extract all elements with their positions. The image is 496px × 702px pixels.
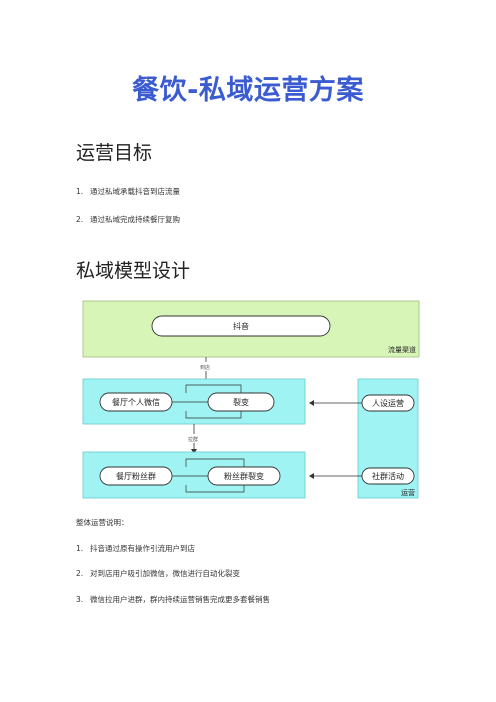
list-item: 2. 对到店用户吸引加微信，微信进行自动化裂变 [76,568,240,579]
list-text: 通过私域承载抖音到店流量 [90,187,180,196]
douyin-label: 抖音 [233,321,249,331]
private-domain-flow-diagram: 抖音 流量渠道 到店 餐厅个人微信 裂变 拉群 餐厅粉丝群 粉丝群裂变 [82,300,420,510]
list-text: 抖音通过原有操作引流用户到店 [90,544,195,553]
description-label: 整体运营说明： [76,518,129,527]
list-number: 2. [76,215,84,224]
list-text: 对到店用户吸引加微信，微信进行自动化裂变 [90,569,240,578]
list-number: 2. [76,569,84,578]
traffic-channel-group [82,300,420,358]
list-number: 1. [76,187,84,196]
persona-ops-label: 人设运营 [372,398,404,408]
fission-label: 裂变 [233,397,249,407]
traffic-channel-label: 流量渠道 [388,345,416,354]
section-heading-operation-goals: 运营目标 [76,142,153,164]
douyin-node [151,315,331,337]
page-title: 餐饮-私域运营方案 [132,75,364,106]
arrow-head [309,400,314,406]
arrive-store-label: 到店 [200,364,210,371]
list-text: 通过私域完成持续餐厅复购 [90,215,180,224]
list-item: 1. 通过私域承载抖音到店流量 [76,186,180,197]
pull-group-label: 拉群 [188,436,198,443]
fans-group-fission-label: 粉丝群裂变 [224,471,264,481]
list-number: 1. [76,544,84,553]
list-item: 3. 微信拉用户进群，群内持续运营销售完成更多套餐销售 [76,594,270,605]
list-item: 1. 抖音通过原有操作引流用户到店 [76,543,195,554]
restaurant-fans-group-label: 餐厅粉丝群 [116,471,156,481]
restaurant-wechat-label: 餐厅个人微信 [112,397,160,407]
arrow-head [191,449,197,454]
operations-label: 运营 [401,488,415,497]
section-heading-private-domain-model: 私域模型设计 [76,260,191,282]
list-number: 3. [76,595,84,604]
list-text: 微信拉用户进群，群内持续运营销售完成更多套餐销售 [90,595,270,604]
list-item: 2. 通过私域完成持续餐厅复购 [76,214,180,225]
arrow-head [309,473,314,479]
community-activity-label: 社群活动 [372,471,404,481]
